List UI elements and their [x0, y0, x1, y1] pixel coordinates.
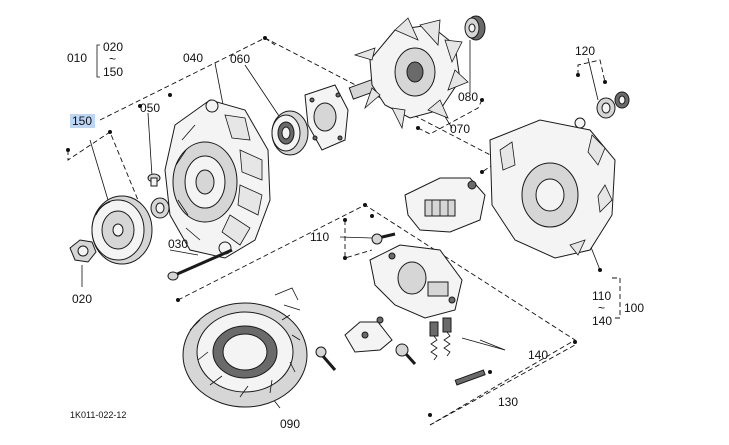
regulator-part	[404, 177, 486, 233]
group-bracket-100	[612, 277, 621, 319]
callout-060[interactable]: 060	[230, 52, 250, 66]
screw-clip-part	[395, 343, 417, 366]
group-bracket-010	[96, 44, 100, 78]
group-outline-120	[577, 59, 606, 83]
screw-050-part	[147, 173, 161, 187]
callout-140-right[interactable]: 140	[592, 314, 612, 328]
callout-120[interactable]: 120	[575, 44, 595, 58]
callout-110[interactable]: 110	[310, 230, 329, 244]
retainer-plate-part	[304, 84, 349, 151]
bearing-060-part	[271, 110, 309, 156]
bearing-120-part	[596, 91, 630, 119]
rotor-070-part	[348, 17, 469, 130]
group-outline-lower	[177, 204, 576, 426]
clip-part	[344, 316, 393, 353]
callout-labels: 010 020 ~ 150 150 050 040 060 070 080 12…	[67, 40, 644, 431]
callout-020-bottom[interactable]: 020	[72, 292, 92, 306]
callout-040[interactable]: 040	[183, 51, 203, 65]
group-outline-rotor	[417, 99, 483, 135]
callout-070[interactable]: 070	[450, 122, 470, 136]
callout-050[interactable]: 050	[140, 101, 160, 115]
screw-110-lower-part	[315, 346, 337, 371]
brush-140-part	[429, 317, 486, 386]
callout-110-right[interactable]: 110	[592, 289, 611, 303]
callout-100[interactable]: 100	[624, 301, 644, 315]
callout-130[interactable]: 130	[498, 395, 518, 409]
bolt-030-part	[167, 248, 233, 281]
highlight-callout-150	[70, 114, 95, 128]
callout-140[interactable]: 140	[528, 348, 548, 362]
callout-030[interactable]: 030	[168, 237, 188, 251]
callout-010[interactable]: 010	[67, 51, 87, 65]
group-outline-130	[429, 344, 576, 426]
rectifier-part	[369, 244, 463, 319]
nut-part	[69, 239, 97, 263]
callout-150-top[interactable]: 150	[103, 65, 123, 79]
bearing-080-part	[464, 15, 486, 41]
stator-090-part	[182, 287, 308, 408]
front-housing-040-part	[164, 99, 271, 259]
reference-dots	[66, 36, 607, 417]
group-outline-110-left	[344, 220, 373, 259]
callout-tilde-2: ~	[598, 301, 605, 315]
group-outline-left-pulley	[67, 131, 141, 206]
callout-020-top[interactable]: 020	[103, 40, 123, 54]
diagram-id: 1K011-022-12	[70, 410, 126, 420]
rear-housing-part	[489, 117, 616, 259]
screw-110-left-part	[371, 232, 396, 245]
callout-090[interactable]: 090	[280, 417, 300, 431]
callout-150-highlighted[interactable]: 150	[72, 114, 92, 128]
callout-080[interactable]: 080	[458, 90, 478, 104]
pulley-part	[91, 195, 153, 265]
callout-tilde-1: ~	[109, 52, 116, 66]
spacer-part	[150, 197, 170, 219]
